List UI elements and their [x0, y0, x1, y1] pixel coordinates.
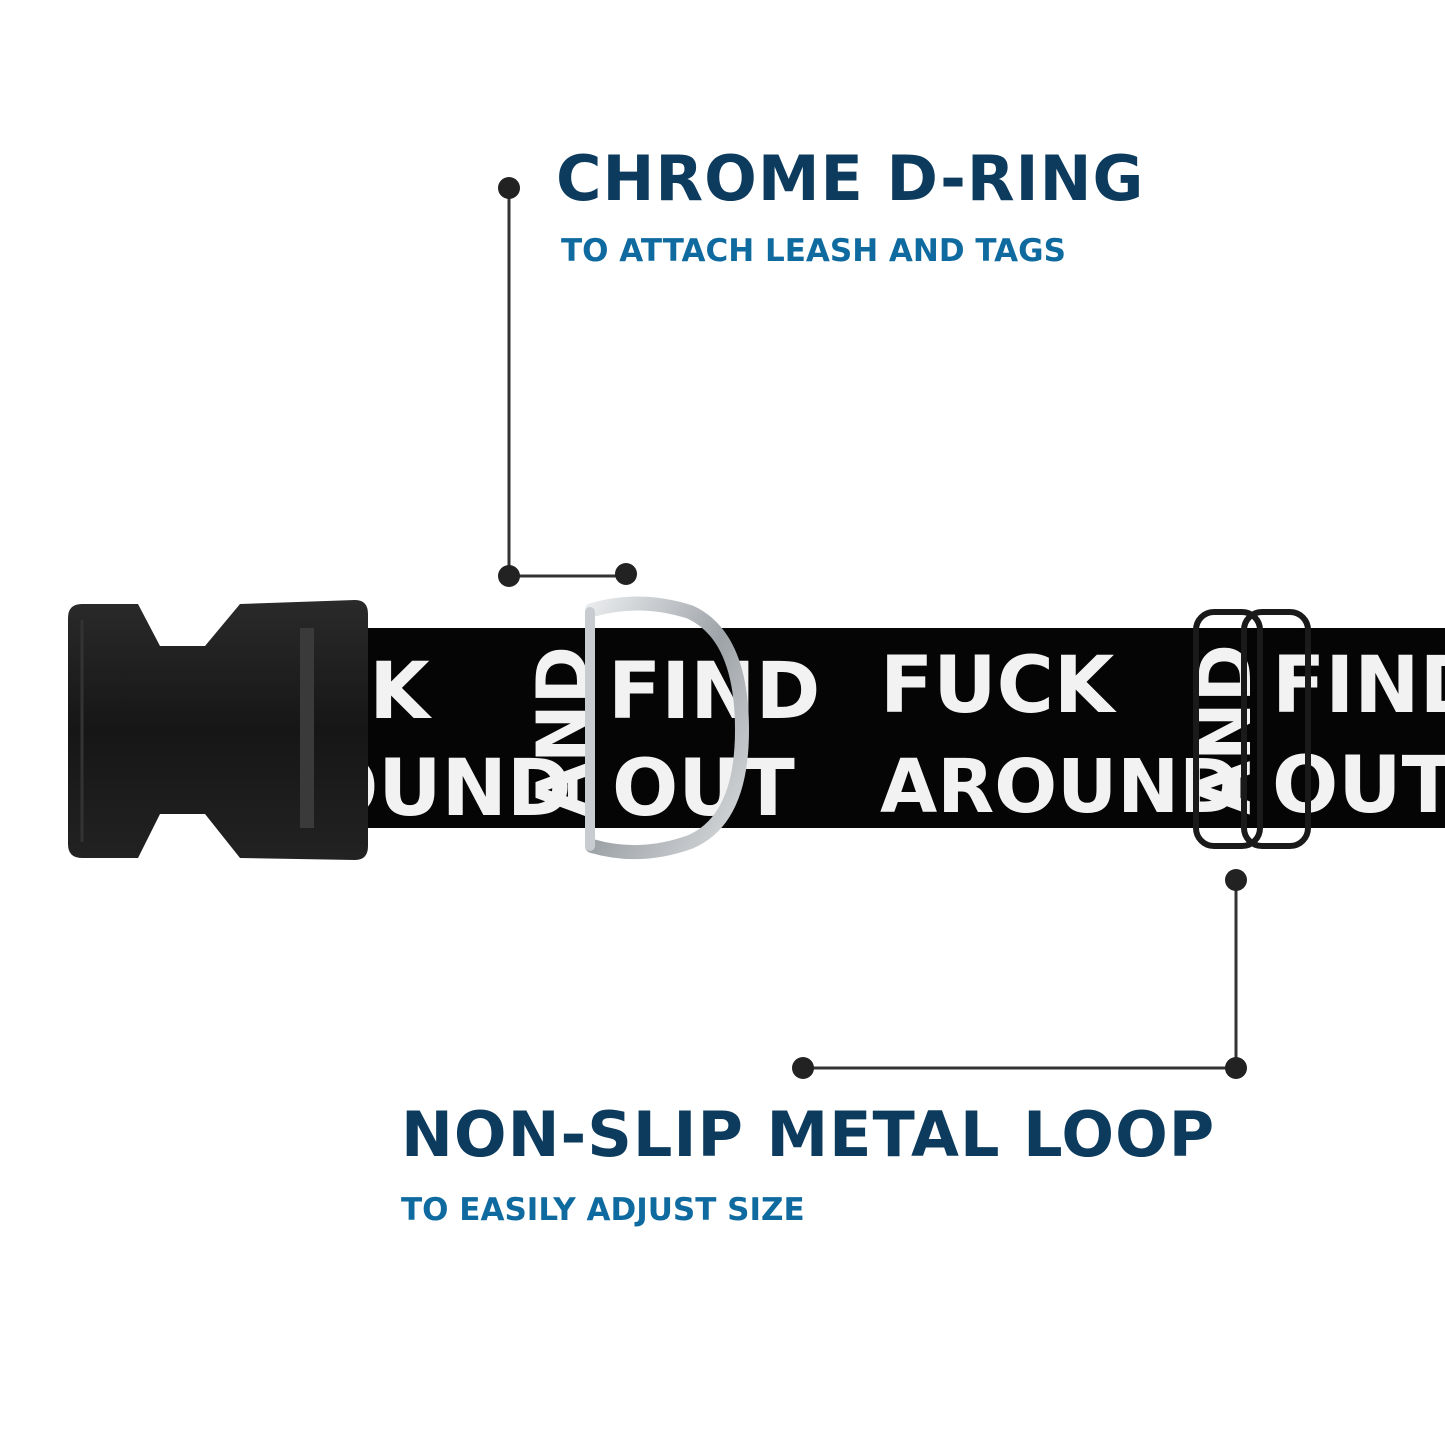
side-release-buckle: [68, 600, 368, 860]
dring-callout-title: CHROME D-RING: [556, 142, 1145, 215]
metal-loop-slider: [1193, 609, 1311, 849]
collar-word-out-1: OUT: [612, 744, 795, 834]
leader-dot: [1225, 1057, 1247, 1079]
loop-callout-subtitle: TO EASILY ADJUST SIZE: [401, 1192, 805, 1228]
dring-callout-subtitle: TO ATTACH LEASH AND TAGS: [561, 233, 1066, 269]
leader-dot: [498, 565, 520, 587]
collar-strap: [300, 628, 1445, 828]
leader-dot: [615, 563, 637, 585]
collar-word-find-1: FIND: [608, 647, 820, 737]
dring-leader-line: [498, 177, 637, 587]
collar-word-find-2: FIND: [1272, 641, 1445, 731]
collar-word-out-2: OUT: [1272, 741, 1445, 831]
leader-dot: [498, 177, 520, 199]
collar-word-fuck: FUCK: [880, 641, 1117, 731]
leader-dot: [792, 1057, 814, 1079]
leader-dot: [1225, 869, 1247, 891]
loop-leader-line: [792, 869, 1247, 1079]
collar-word-around: AROUND: [880, 744, 1241, 830]
chrome-d-ring: [585, 596, 750, 860]
loop-callout-title: NON-SLIP METAL LOOP: [401, 1098, 1216, 1171]
